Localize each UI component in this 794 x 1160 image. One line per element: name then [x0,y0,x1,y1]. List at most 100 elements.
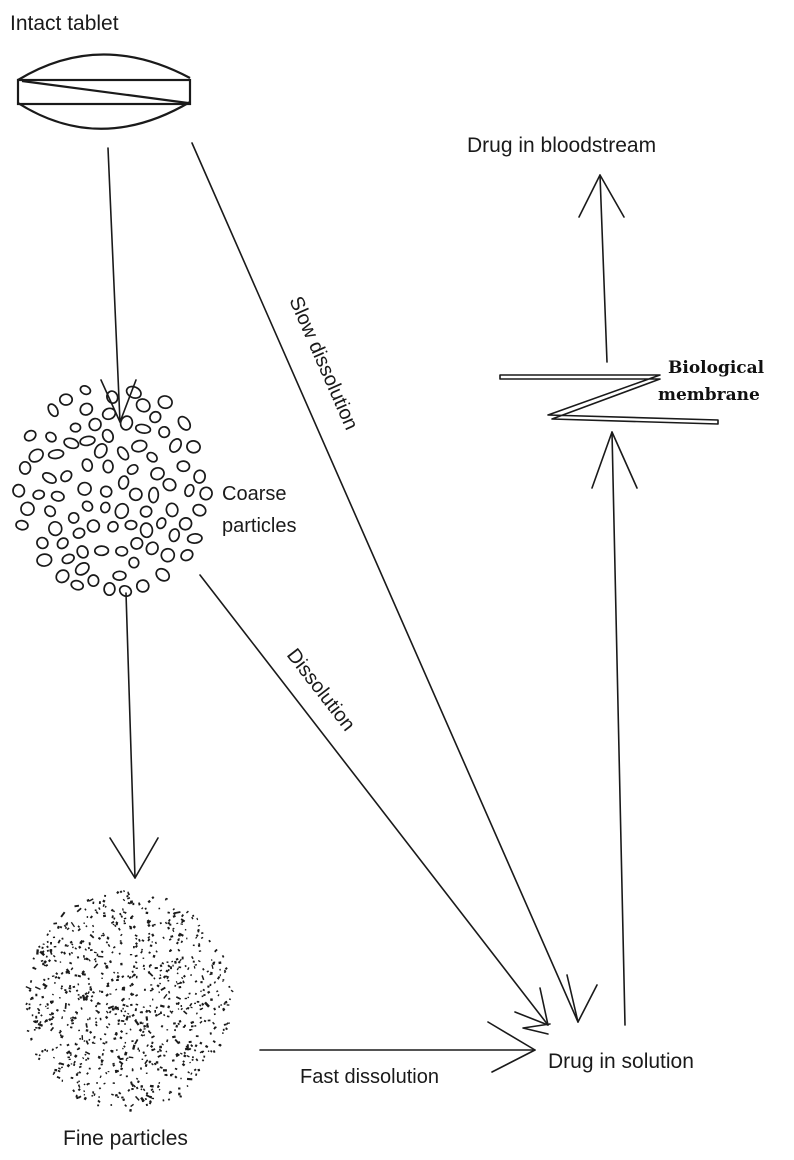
fine-particle [78,946,81,949]
fine-particle [67,945,69,947]
fine-particle [168,919,171,922]
fine-particle [182,1060,185,1063]
fine-particle [137,1080,140,1083]
fine-particle [196,1058,199,1061]
fine-particle [105,1016,108,1019]
fine-particle [120,963,122,966]
fine-particle [95,1024,98,1027]
fine-particle [189,1003,192,1007]
fine-particle [168,998,171,1000]
fine-particle [186,1046,188,1048]
coarse-particle [63,437,80,450]
fine-particle [121,1020,125,1022]
fine-particle [178,1088,180,1090]
fine-particle [143,1088,146,1091]
fine-particle [119,1074,122,1076]
fine-particle [53,922,57,924]
fine-particle [45,1005,47,1007]
coarse-particle [99,485,112,498]
fine-particle [145,1010,148,1013]
fine-particle [172,1035,176,1038]
arrow-fast-dissolution [260,1022,535,1072]
coarse-particle [134,396,152,414]
fine-particle [26,986,32,990]
fine-particle [159,977,162,979]
fine-particle [138,939,141,942]
fine-particle [120,942,123,945]
fine-particle [69,990,72,993]
fine-particle [129,926,132,928]
fine-particle [98,1067,101,1070]
fine-particle [223,1008,225,1011]
fine-particle [102,1053,104,1056]
fine-particle [142,1022,144,1024]
fine-particle [195,993,197,995]
fine-particle [94,958,97,961]
fine-particle [50,942,52,945]
fine-particle [93,1036,96,1039]
fine-particle [65,991,68,994]
fine-particle [123,890,125,892]
fine-particle [26,1008,29,1011]
fine-particle [70,1017,72,1019]
fine-particle [187,1078,192,1080]
fine-particle [144,1059,148,1064]
fine-particle [87,916,88,918]
coarse-particle [161,477,178,493]
fine-particle [148,933,150,935]
coarse-particle [35,535,50,550]
fine-particle [59,1044,61,1046]
coarse-particle [177,461,190,472]
fine-particle [141,1034,144,1037]
fine-particle [117,972,119,974]
fine-particle [47,950,49,952]
fine-particle [148,900,151,903]
fine-particle [207,985,209,987]
fine-particle [111,915,113,918]
fine-particle [223,1029,225,1031]
fine-particle [182,957,184,960]
fine-particle [166,1039,168,1042]
intact-tablet-label: Intact tablet [10,12,119,35]
fine-particles-label: Fine particles [63,1127,188,1150]
fine-particle [89,986,91,988]
fine-particle [146,1094,151,1098]
fine-particle [105,993,109,997]
coarse-particle [67,511,80,524]
arrow-slow-dissolution [192,143,597,1022]
fine-particle [213,1050,216,1053]
fine-particle [48,959,51,962]
fine-particle [57,926,60,929]
coarse-particle [70,423,80,432]
fine-particle [170,935,173,938]
fine-particle [135,942,138,945]
fine-particle [131,1040,133,1042]
fine-particle [133,925,136,928]
fine-particle [131,1088,134,1090]
fine-particle [72,946,74,948]
fine-particle [101,972,104,975]
fine-particle [71,943,73,945]
fine-particle [67,1064,71,1068]
fine-particle [53,955,56,958]
fine-particle [79,1066,82,1069]
fine-particle [139,1050,140,1052]
fine-particle [73,986,76,988]
fine-particle [82,1057,84,1059]
fine-particle [157,1051,159,1053]
fine-particle [101,978,102,979]
fine-particle [119,1036,122,1039]
fine-particles-icon [25,890,233,1112]
fine-particle [123,920,125,922]
fine-particle [85,958,88,961]
fine-particle [146,1104,148,1107]
fine-particle [214,1013,216,1015]
fine-particle [195,1073,197,1076]
fine-particle [97,1100,100,1103]
fine-particle [60,912,65,918]
fine-particle [102,900,105,903]
fine-particle [125,1042,127,1044]
fine-particle [61,938,63,940]
fine-particle [213,1040,216,1043]
fine-particle [88,983,90,985]
